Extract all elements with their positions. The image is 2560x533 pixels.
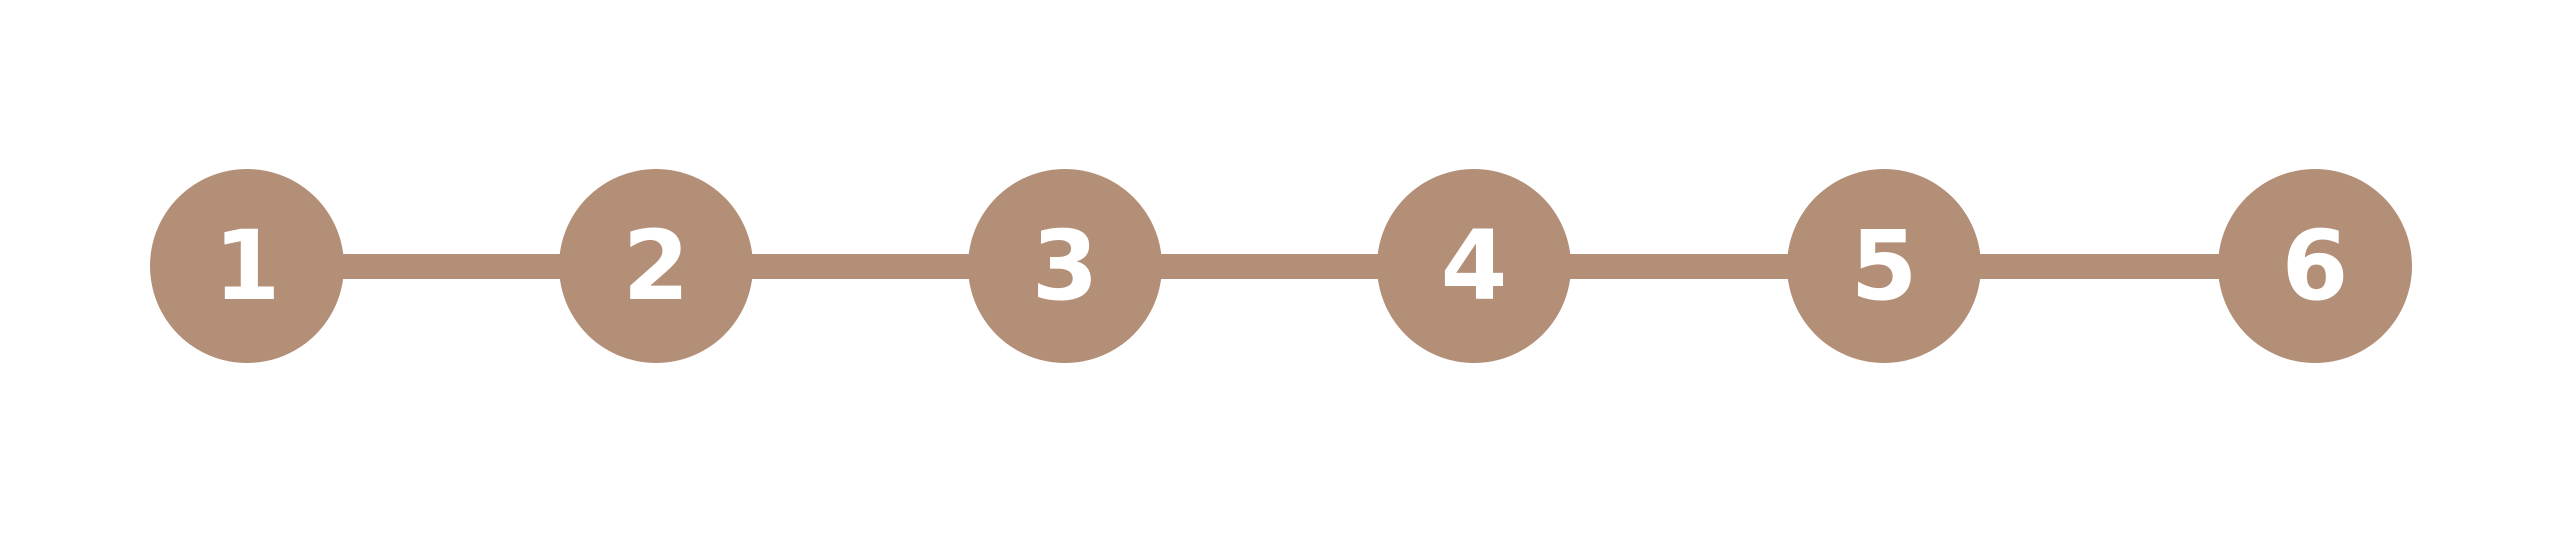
- step-number: 6: [2281, 210, 2349, 322]
- step-4[interactable]: 4: [1377, 169, 1571, 363]
- step-number: 3: [1031, 210, 1099, 322]
- step-5[interactable]: 5: [1787, 169, 1981, 363]
- step-number: 4: [1440, 210, 1508, 322]
- step-6[interactable]: 6: [2218, 169, 2412, 363]
- step-number: 1: [213, 210, 281, 322]
- step-3[interactable]: 3: [968, 169, 1162, 363]
- step-number: 5: [1850, 210, 1918, 322]
- step-number: 2: [622, 210, 690, 322]
- step-1[interactable]: 1: [150, 169, 344, 363]
- connector-line: [247, 254, 2315, 279]
- step-2[interactable]: 2: [559, 169, 753, 363]
